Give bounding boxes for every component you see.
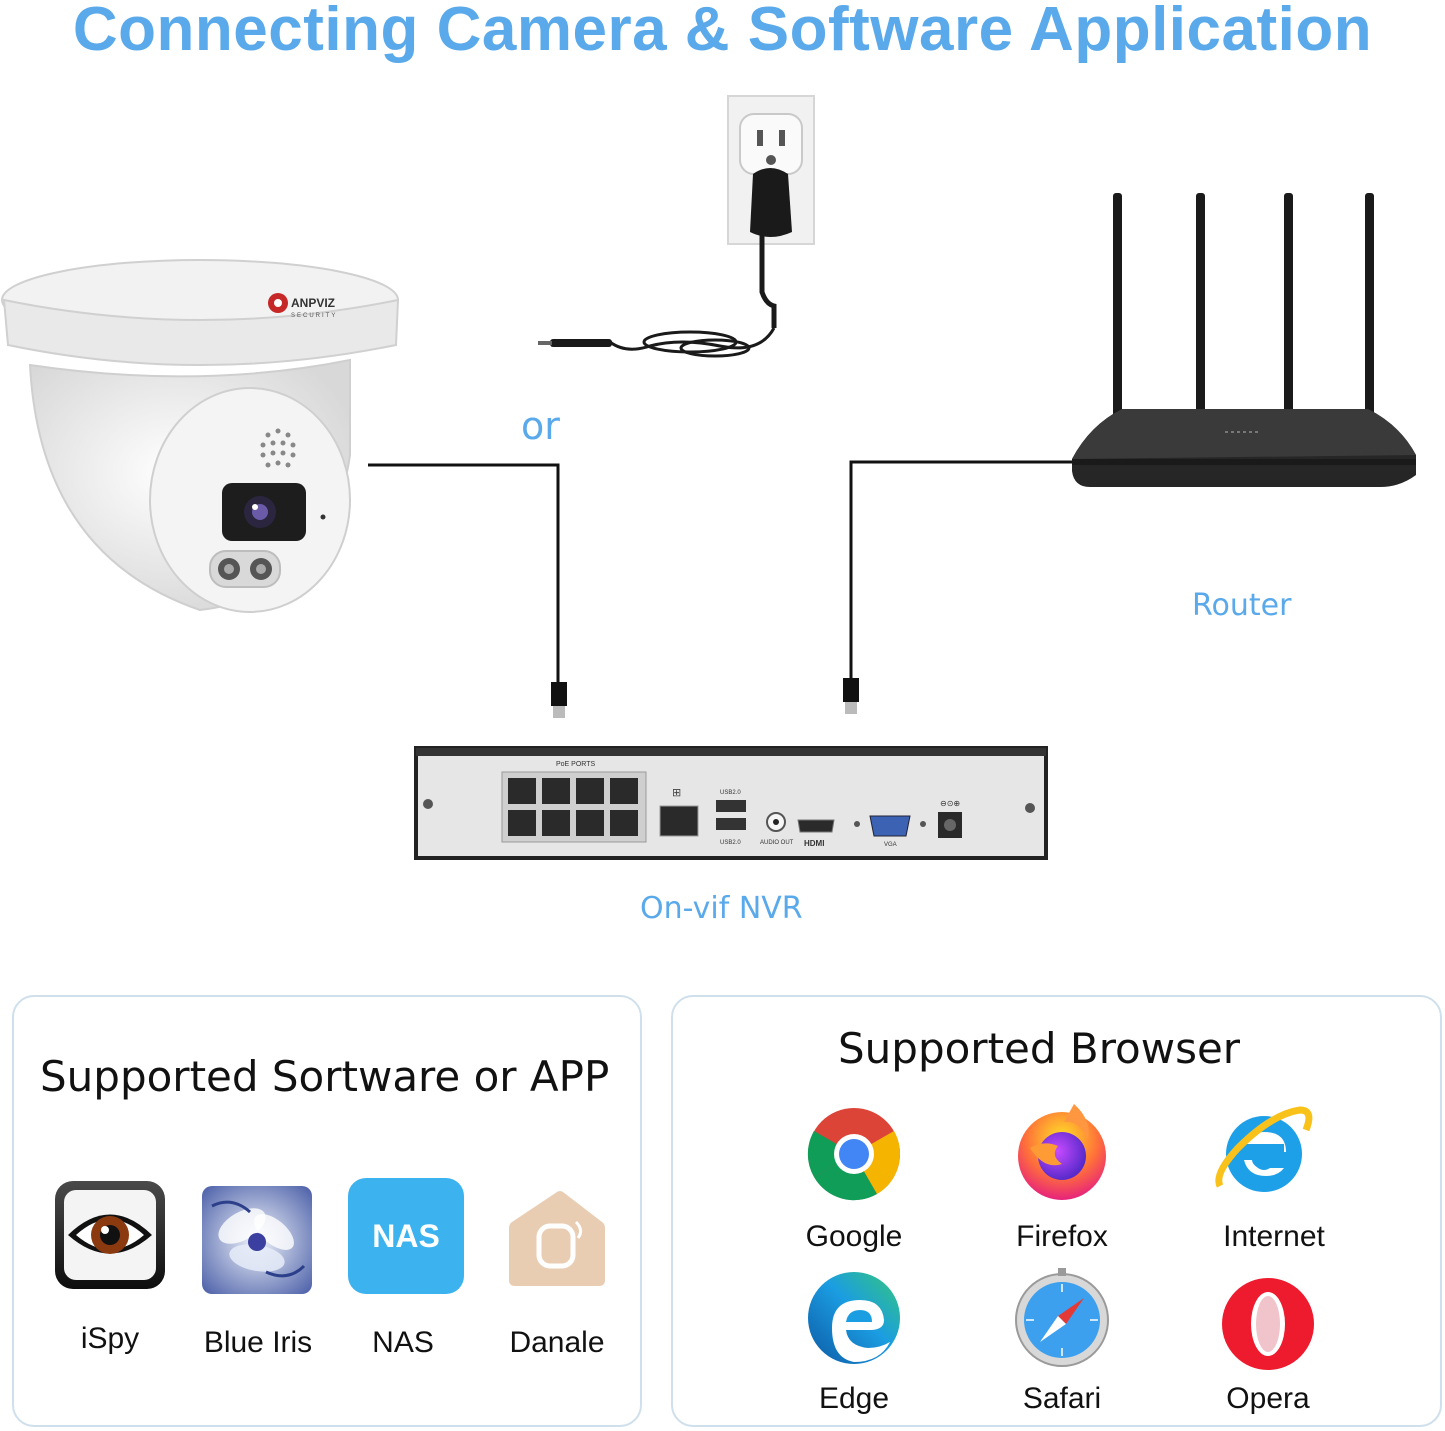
nas-icon-text: NAS [372, 1217, 440, 1254]
svg-text:VGA: VGA [884, 842, 897, 848]
ispy-eye-icon[interactable] [54, 1180, 166, 1290]
app-label-danale: Danale [509, 1326, 605, 1359]
svg-text:ANPVIZ: ANPVIZ [291, 296, 335, 310]
firefox-icon[interactable] [1014, 1100, 1110, 1202]
software-panel-title: Supported Sortware or APP [40, 1052, 610, 1101]
svg-text:USB2.0: USB2.0 [720, 840, 741, 846]
camera-cable-plug [551, 682, 567, 718]
svg-text:SECURITY: SECURITY [291, 313, 337, 319]
app-label-nas: NAS [372, 1326, 434, 1359]
router-cable-plug [843, 678, 859, 714]
app-label-ispy: iSpy [80, 1322, 140, 1355]
browser-label-internet: Internet [1223, 1220, 1325, 1253]
browser-label-opera: Opera [1226, 1382, 1310, 1415]
nvr-device-icon: PoE PORTS ⊞ USB2.0 USB2.0 AUDIO OUT HDMI… [414, 746, 1048, 860]
browser-label-edge: Edge [818, 1382, 890, 1415]
svg-text:PoE PORTS: PoE PORTS [556, 761, 595, 768]
svg-text:HDMI: HDMI [804, 839, 824, 848]
anpviz-logo: ANPVIZ SECURITY [268, 293, 337, 319]
or-label: or [521, 404, 560, 448]
blue-iris-icon[interactable] [202, 1186, 312, 1294]
browser-panel-title: Supported Browser [838, 1024, 1241, 1073]
app-label-blue-iris: Blue Iris [203, 1326, 313, 1359]
dome-camera-icon: ANPVIZ SECURITY [1, 259, 400, 613]
router-icon [1072, 193, 1416, 487]
edge-icon[interactable] [806, 1270, 902, 1366]
internet-explorer-icon[interactable] [1214, 1104, 1314, 1200]
power-adapter-icon [538, 95, 815, 358]
danale-icon[interactable] [508, 1188, 606, 1288]
safari-icon[interactable] [1012, 1266, 1112, 1370]
chrome-icon[interactable] [806, 1106, 902, 1202]
page-title: Connecting Camera & Software Application [72, 0, 1373, 64]
svg-text:USB2.0: USB2.0 [720, 790, 741, 796]
browser-label-google: Google [805, 1220, 903, 1253]
browser-label-safari: Safari [1022, 1382, 1102, 1415]
opera-icon[interactable] [1220, 1276, 1316, 1372]
nas-icon[interactable]: NAS [348, 1178, 464, 1294]
browser-label-firefox: Firefox [1016, 1220, 1108, 1253]
svg-text:AUDIO OUT: AUDIO OUT [760, 840, 794, 846]
svg-text:⊖⊙⊕: ⊖⊙⊕ [940, 799, 960, 808]
connection-lines [368, 460, 1072, 718]
nvr-label: On-vif NVR [640, 891, 803, 926]
router-label: Router [1192, 588, 1292, 623]
svg-text:⊞: ⊞ [672, 786, 681, 799]
